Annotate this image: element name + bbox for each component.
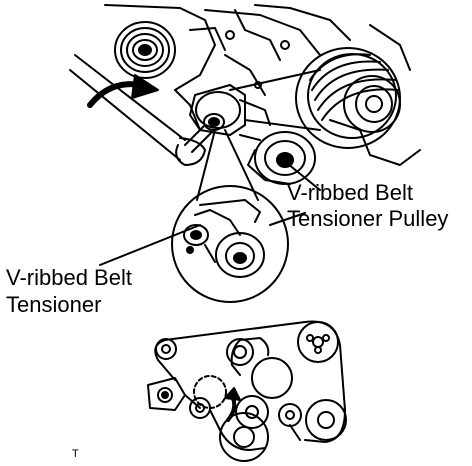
upper-left-pulley [114, 21, 176, 79]
pulley-leader-line [287, 163, 321, 191]
routing-rotation-arrow-icon [224, 387, 241, 422]
large-right-pulley [295, 47, 401, 149]
tensioner-label-line1: V-ribbed Belt [6, 265, 132, 290]
tensioner-label-line2: Tensioner [6, 292, 102, 317]
engine-assembly [104, 4, 421, 185]
tensioner-pulley-label-line2: Tensioner Pulley [287, 206, 449, 231]
wrench [69, 54, 213, 166]
rotation-arrow-icon [87, 74, 159, 108]
belt-routing-diagram [147, 320, 347, 462]
tensioner-body [189, 84, 271, 136]
figure-code: T [72, 448, 79, 460]
tensioner-pulley-label-line1: V-ribbed Belt [287, 180, 413, 205]
detail-callout [171, 129, 289, 303]
tensioner-leader-line [99, 224, 201, 266]
tensioner-pulley [247, 131, 316, 185]
